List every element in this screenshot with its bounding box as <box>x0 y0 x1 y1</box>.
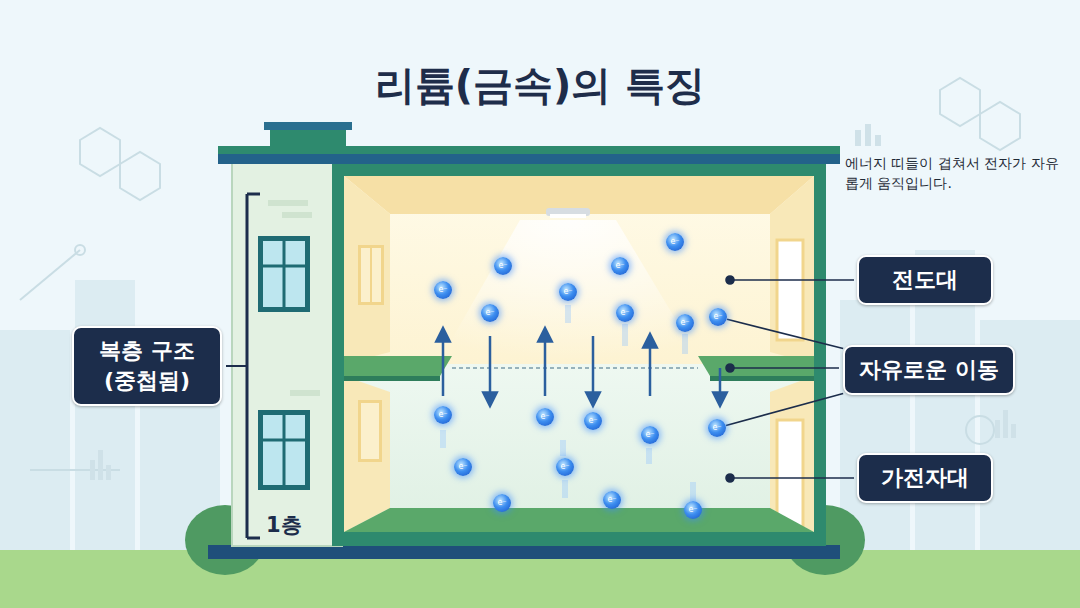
electron-symbol: e⁻ <box>494 257 512 275</box>
electron: e⁻ <box>481 304 499 322</box>
electron: e⁻ <box>559 283 577 301</box>
electron: e⁻ <box>493 494 511 512</box>
electron: e⁻ <box>584 412 602 430</box>
electron: e⁻ <box>708 419 726 437</box>
electron: e⁻ <box>676 314 694 332</box>
leader-line <box>727 319 843 348</box>
electron: e⁻ <box>556 458 574 476</box>
electron: e⁻ <box>666 233 684 251</box>
label-text: 가전자대 <box>873 463 977 493</box>
label-box: 전도대 <box>857 255 993 305</box>
electron-symbol: e⁻ <box>603 491 621 509</box>
electron: e⁻ <box>434 406 452 424</box>
electron-symbol: e⁻ <box>584 412 602 430</box>
electron-symbol: e⁻ <box>556 458 574 476</box>
electron-symbol: e⁻ <box>559 283 577 301</box>
electron-symbol: e⁻ <box>616 304 634 322</box>
electron-symbol: e⁻ <box>434 281 452 299</box>
electron-symbol: e⁻ <box>684 501 702 519</box>
electron-symbol: e⁻ <box>493 494 511 512</box>
label-text: 전도대 <box>873 265 977 295</box>
electron: e⁻ <box>641 426 659 444</box>
electron-symbol: e⁻ <box>434 406 452 424</box>
electron-symbol: e⁻ <box>536 408 554 426</box>
note-text: 에너지 띠들이 겹쳐서 전자가 자유롭게 움직입니다. <box>845 153 1070 194</box>
electron-symbol: e⁻ <box>611 257 629 275</box>
title: 리튬(금속)의 특징 <box>0 58 1080 113</box>
electron-symbol: e⁻ <box>666 233 684 251</box>
electron: e⁻ <box>536 408 554 426</box>
electron-symbol: e⁻ <box>708 419 726 437</box>
electron: e⁻ <box>611 257 629 275</box>
electron-symbol: e⁻ <box>481 304 499 322</box>
label-box: 가전자대 <box>857 453 993 503</box>
electron: e⁻ <box>709 308 727 326</box>
label-box: 자유로운 이동 <box>843 345 1015 395</box>
electron-symbol: e⁻ <box>454 458 472 476</box>
electron-symbol: e⁻ <box>676 314 694 332</box>
label-text: 복층 구조 (중첩됨) <box>88 336 206 396</box>
floor-label: 1층 <box>266 510 326 540</box>
electron-symbol: e⁻ <box>709 308 727 326</box>
electron: e⁻ <box>684 501 702 519</box>
label-box: 복층 구조 (중첩됨) <box>72 326 222 406</box>
electron: e⁻ <box>494 257 512 275</box>
leader-line <box>726 393 843 425</box>
electron-symbol: e⁻ <box>641 426 659 444</box>
label-text: 자유로운 이동 <box>859 355 999 385</box>
electron: e⁻ <box>434 281 452 299</box>
electron: e⁻ <box>603 491 621 509</box>
electron: e⁻ <box>454 458 472 476</box>
electron: e⁻ <box>616 304 634 322</box>
